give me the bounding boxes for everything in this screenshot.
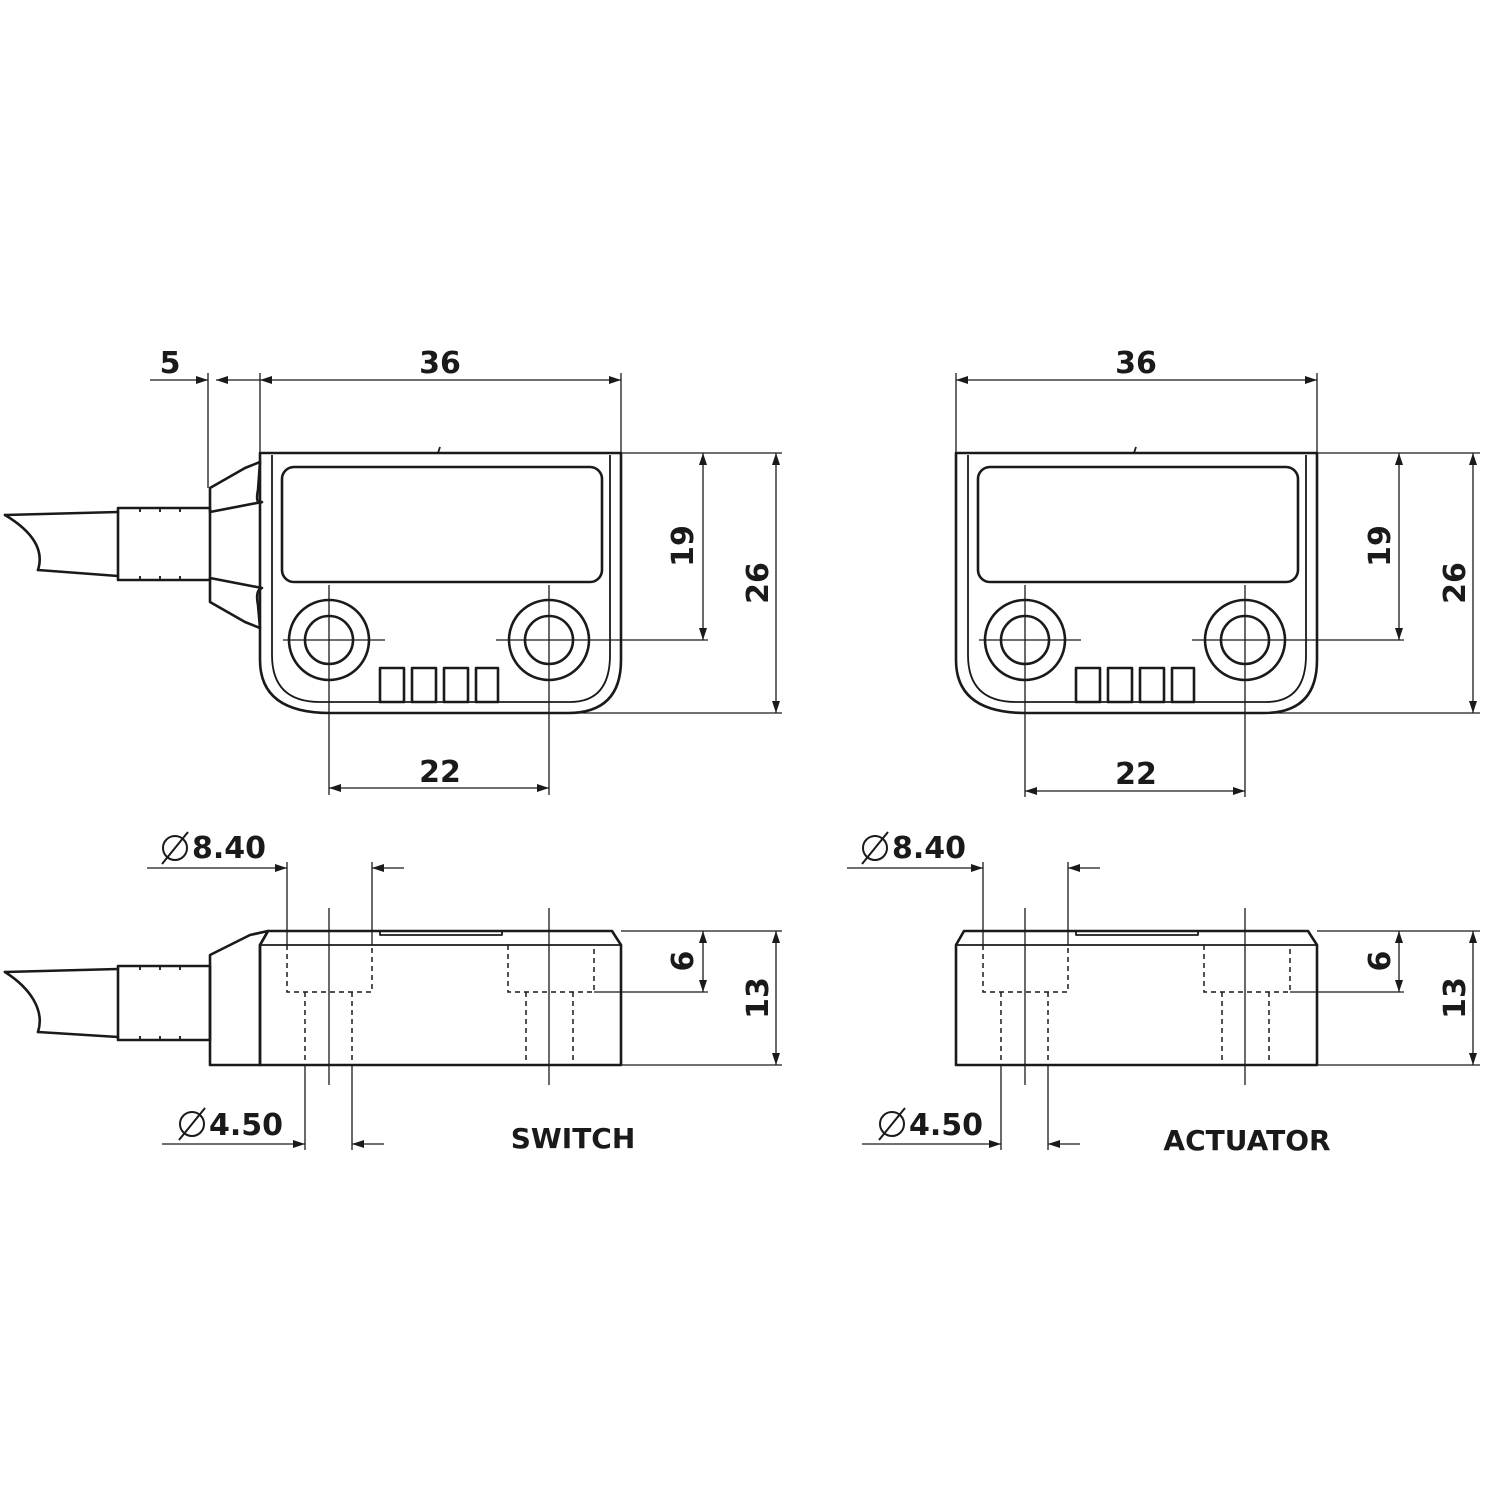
switch-dim-side-height-small: 6: [666, 951, 701, 972]
actuator-dim-width: 36: [1115, 346, 1157, 381]
actuator-side-view: 8.40 4.50 6 13 ACTUATOR: [847, 831, 1480, 1157]
switch-dim-side-height: 13: [741, 977, 776, 1019]
switch-front-view: 5 36 19 26 22: [3, 346, 782, 795]
switch-body-outline: [258, 451, 623, 715]
switch-dim-hole-spacing: 22: [419, 755, 461, 790]
actuator-front-view: 36 19 26 22: [954, 346, 1480, 797]
switch-strain-relief: [208, 460, 264, 630]
switch-dim-cable-offset: 5: [160, 346, 181, 381]
actuator-dim-height: 26: [1438, 562, 1473, 604]
switch-cable: [3, 506, 212, 582]
switch-dim-counterbore-dia: 8.40: [192, 831, 266, 866]
actuator-dim-counterbore-dia: 8.40: [892, 831, 966, 866]
switch-dim-hole-dia: 4.50: [209, 1108, 283, 1143]
switch-dim-height: 26: [741, 562, 776, 604]
switch-label: SWITCH: [511, 1122, 636, 1155]
actuator-dim-inner-height: 19: [1363, 525, 1398, 567]
actuator-side-body: [954, 929, 1319, 1067]
actuator-label: ACTUATOR: [1163, 1124, 1330, 1157]
actuator-slots: [1074, 666, 1196, 704]
actuator-dim-side-height-small: 6: [1363, 951, 1398, 972]
switch-dim-inner-height: 19: [666, 525, 701, 567]
switch-slots: [378, 666, 500, 704]
actuator-dim-side-height: 13: [1438, 977, 1473, 1019]
actuator-window: [976, 465, 1300, 584]
actuator-body-outline: [954, 451, 1319, 715]
switch-window: [280, 465, 604, 584]
switch-side-view: 8.40 4.50 6 13 SWITCH: [3, 831, 782, 1155]
actuator-dim-hole-dia: 4.50: [909, 1108, 983, 1143]
switch-side-body: [258, 929, 623, 1067]
actuator-dim-hole-spacing: 22: [1115, 757, 1157, 792]
switch-dim-width: 36: [419, 346, 461, 381]
switch-side-cable: [3, 964, 212, 1042]
